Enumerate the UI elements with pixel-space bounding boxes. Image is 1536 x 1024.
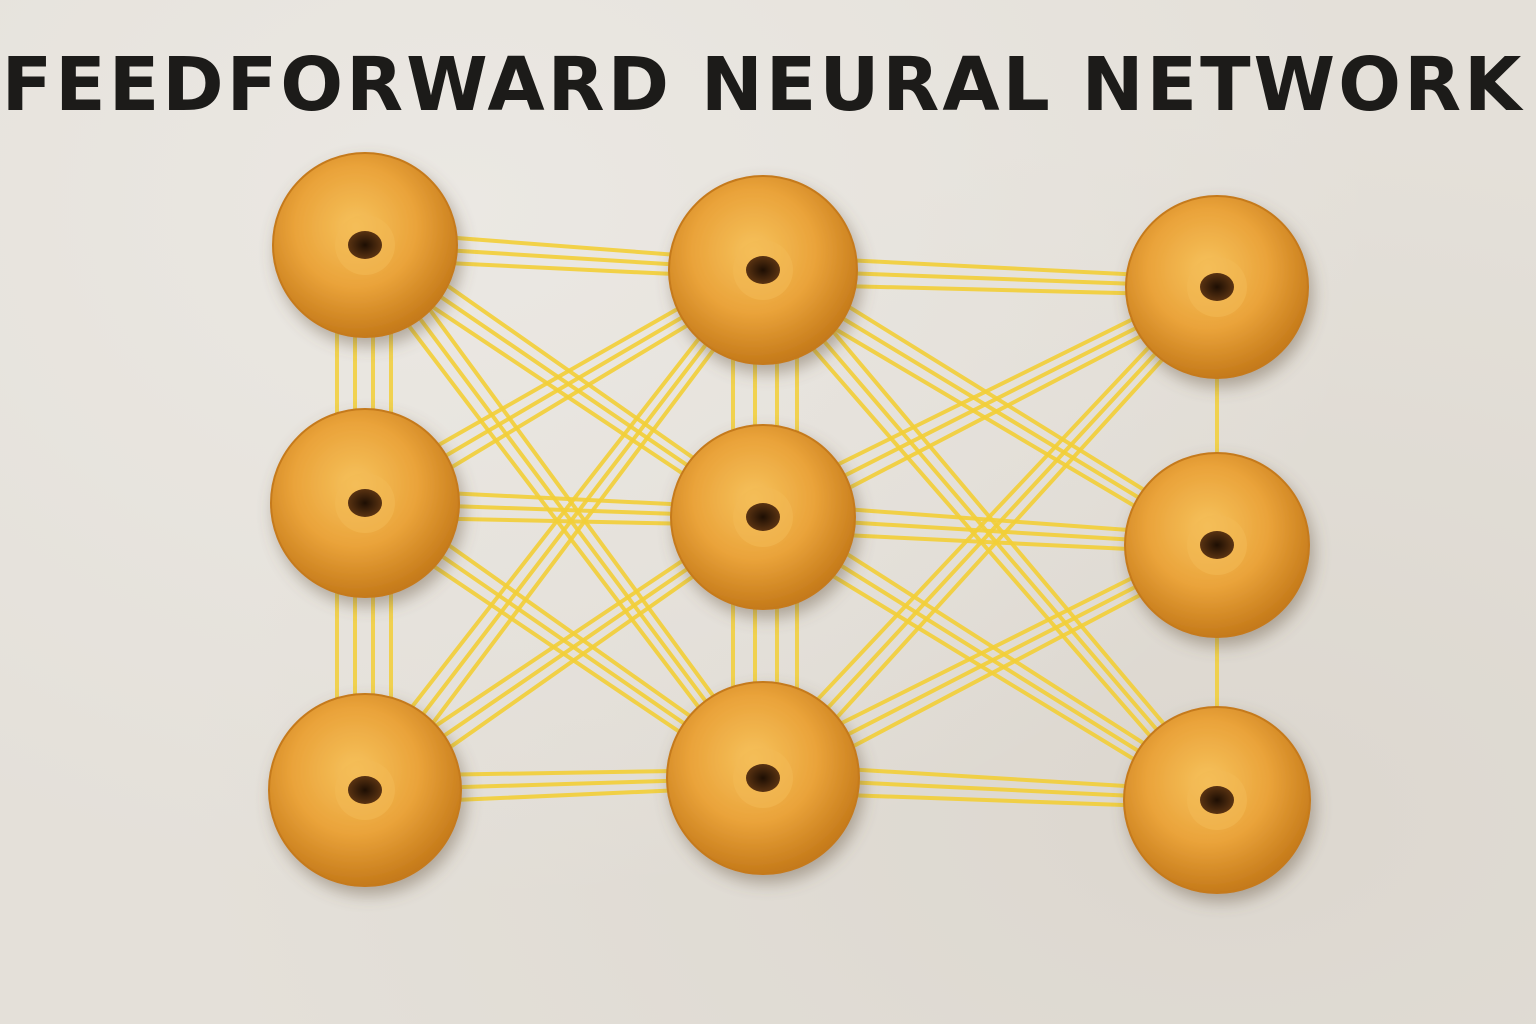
donut-hole bbox=[348, 489, 382, 517]
connection-l1n3-l2n1-strand-2 bbox=[363, 268, 765, 792]
node-layer-1-1 bbox=[272, 152, 458, 338]
connection-l1n1-l2n3-strand-1 bbox=[374, 234, 772, 775]
node-layer-3-2 bbox=[1124, 452, 1310, 638]
connection-l2n3-l3n1-strand-2 bbox=[761, 285, 1219, 780]
node-layer-2-2 bbox=[670, 424, 856, 610]
node-layer-2-3 bbox=[666, 681, 860, 875]
connection-l1n1-l2n3-strand-3 bbox=[351, 251, 759, 786]
donut-hole bbox=[746, 256, 780, 284]
donut-hole bbox=[1200, 786, 1234, 814]
connection-l2n3-l3n1-strand-1 bbox=[750, 279, 1213, 771]
diagram-title: FEEDFORWARD NEURAL NETWORK bbox=[1, 42, 1525, 128]
connection-l2n3-l3n1-strand-3 bbox=[771, 290, 1226, 790]
connection-l1n3-l2n1-strand-3 bbox=[374, 273, 772, 801]
donut-hole bbox=[348, 231, 382, 259]
node-layer-3-1 bbox=[1125, 195, 1309, 379]
donut-hole bbox=[348, 776, 382, 804]
node-layer-1-2 bbox=[270, 408, 460, 598]
node-layer-1-3 bbox=[268, 693, 462, 887]
node-layer-2-1 bbox=[668, 175, 858, 365]
donut-hole bbox=[746, 503, 780, 531]
donut-hole bbox=[1200, 531, 1234, 559]
connection-l2n1-l3n3-strand-1 bbox=[771, 258, 1226, 797]
connection-l1n3-l2n1-strand-1 bbox=[351, 262, 759, 784]
donut-hole bbox=[746, 764, 780, 792]
node-layer-3-3 bbox=[1123, 706, 1311, 894]
donut-hole bbox=[1200, 273, 1234, 301]
nodes-group bbox=[268, 152, 1311, 894]
